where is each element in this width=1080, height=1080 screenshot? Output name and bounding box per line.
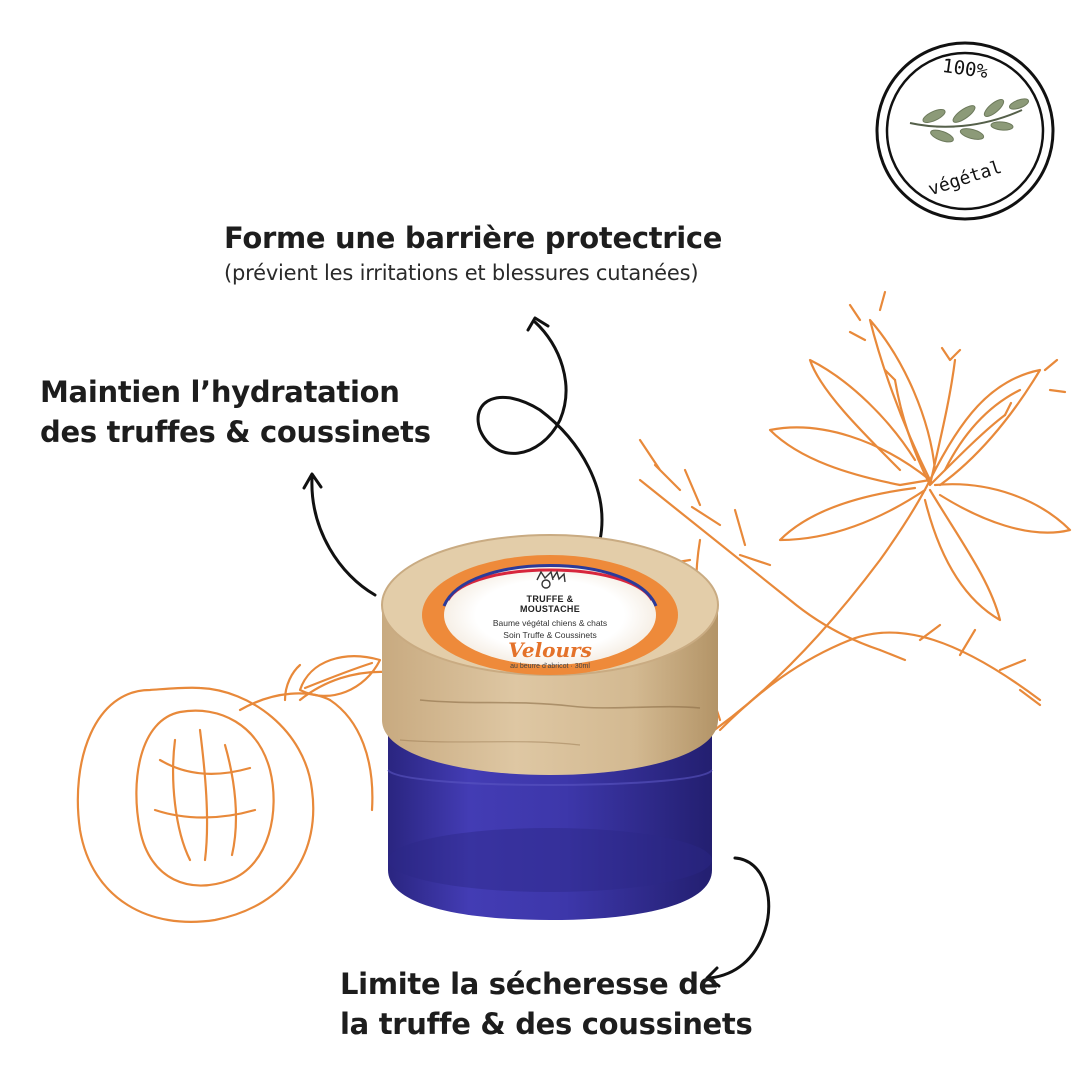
callout-barrier: Forme une barrière protectrice (prévient…: [224, 218, 824, 288]
callout-barrier-title: Forme une barrière protectrice: [224, 221, 723, 255]
dog-cat-logo-icon: [536, 570, 566, 589]
arrows: [302, 316, 771, 988]
jar-brand-line2: MOUSTACHE: [519, 604, 581, 614]
jar-product-line1: Baume végétal chiens & chats: [492, 618, 608, 628]
jar-brand: TRUFFE & MOUSTACHE: [470, 594, 630, 614]
jar-product-name: Velours: [508, 638, 592, 662]
flower-drawing: [638, 290, 1072, 742]
arrow-barrier: [476, 320, 604, 542]
vegan-badge: 100% végétal: [872, 38, 1058, 224]
arrow-dryness: [708, 856, 771, 980]
callout-hydration: Maintien l’hydratation des truffes & cou…: [40, 372, 460, 452]
callout-barrier-subtitle: (prévient les irritations et blessures c…: [224, 261, 699, 285]
callout-hydration-line1: Maintien l’hydratation: [40, 375, 400, 409]
jar-brand-line1: TRUFFE &: [526, 594, 574, 604]
callout-hydration-line2: des truffes & coussinets: [40, 415, 431, 449]
callout-dryness-line2: la truffe & des coussinets: [340, 1007, 753, 1041]
arrow-hydration: [310, 476, 377, 597]
jar-detail: au beurre d’abricot · 30ml: [510, 663, 590, 670]
olive-branch-icon: [909, 98, 1029, 143]
balm-jar: [381, 534, 719, 920]
callout-dryness-line1: Limite la sécheresse de: [340, 967, 719, 1001]
jar-product-line2: Soin Truffe & Coussinets: [503, 630, 597, 640]
badge-circle: [875, 41, 1055, 221]
callout-dryness: Limite la sécheresse de la truffe & des …: [340, 964, 840, 1044]
